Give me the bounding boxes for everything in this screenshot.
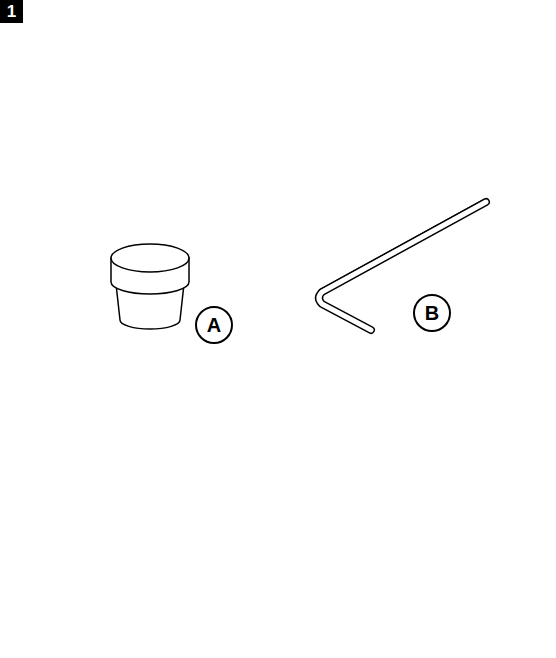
hex-key-outline [319,202,486,330]
hex-key [319,199,486,330]
jar-lid-top [111,244,189,272]
grease-jar [111,244,189,329]
callout-letter: B [413,294,451,332]
callout-letter: A [195,306,233,344]
step-number: 1 [0,0,23,23]
hex-key-edge [319,199,484,290]
hex-key-fill [319,202,486,330]
